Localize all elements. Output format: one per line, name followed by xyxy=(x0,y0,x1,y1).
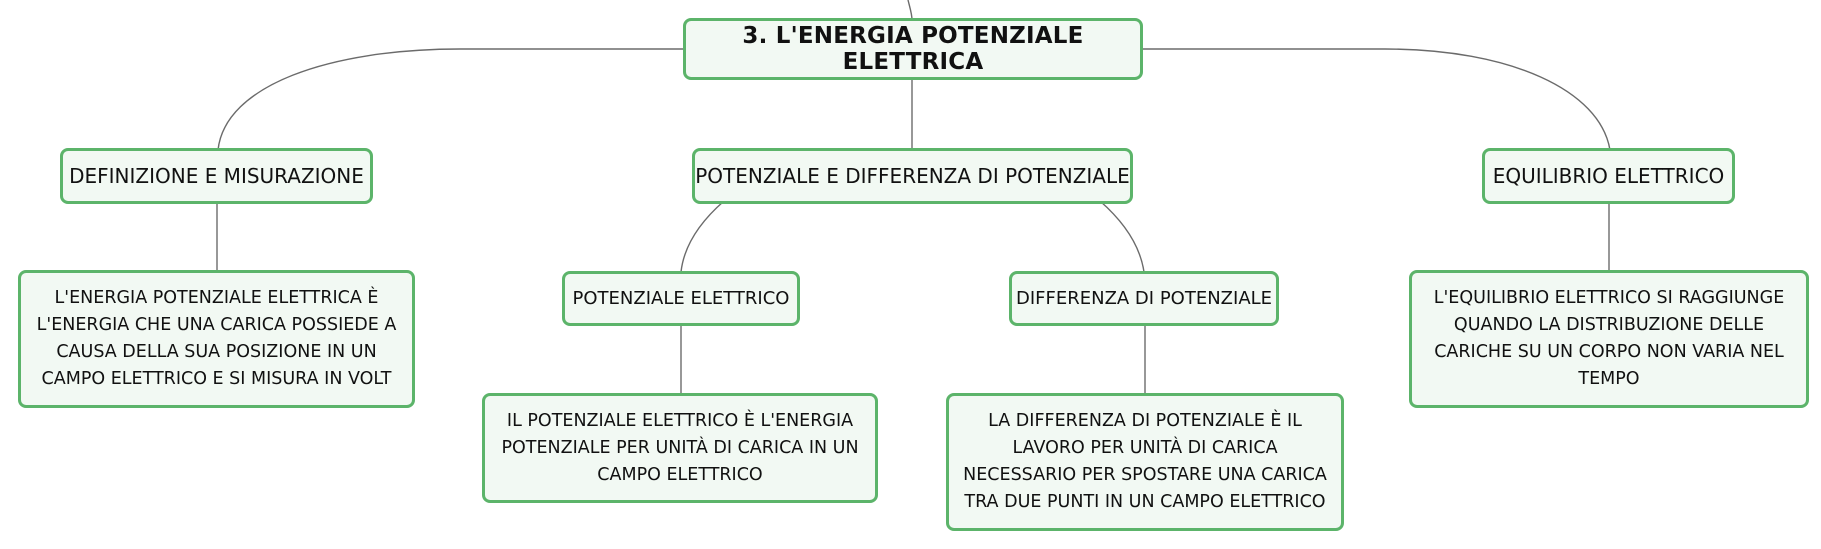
description-node-definizione[interactable]: L'ENERGIA POTENZIALE ELETTRICA È L'ENERG… xyxy=(18,270,415,408)
connector-potenziale-differenza-to-differenza xyxy=(1099,200,1145,273)
description-node-differenza-di-potenziale[interactable]: LA DIFFERENZA DI POTENZIALE È IL LAVORO … xyxy=(946,393,1344,531)
root-node[interactable]: 3. L'ENERGIA POTENZIALE ELETTRICA xyxy=(683,18,1143,80)
connector-root-to-equilibrio xyxy=(1142,48,1611,151)
subtopic-node-potenziale-elettrico[interactable]: POTENZIALE ELETTRICO xyxy=(562,271,800,326)
connector-incoming-root xyxy=(907,0,913,21)
topic-node-definizione-e-misurazione[interactable]: DEFINIZIONE E MISURAZIONE xyxy=(60,148,373,204)
topic-node-potenziale-e-differenza[interactable]: POTENZIALE E DIFFERENZA DI POTENZIALE xyxy=(692,148,1133,204)
connector-root-to-definizione xyxy=(217,48,684,151)
connector-potenziale-differenza-to-potenziale xyxy=(680,200,725,273)
topic-node-equilibrio-elettrico[interactable]: EQUILIBRIO ELETTRICO xyxy=(1482,148,1735,204)
description-node-equilibrio-elettrico[interactable]: L'EQUILIBRIO ELETTRICO SI RAGGIUNGE QUAN… xyxy=(1409,270,1809,408)
description-node-potenziale-elettrico[interactable]: IL POTENZIALE ELETTRICO È L'ENERGIA POTE… xyxy=(482,393,878,503)
subtopic-node-differenza-di-potenziale[interactable]: DIFFERENZA DI POTENZIALE xyxy=(1009,271,1279,326)
